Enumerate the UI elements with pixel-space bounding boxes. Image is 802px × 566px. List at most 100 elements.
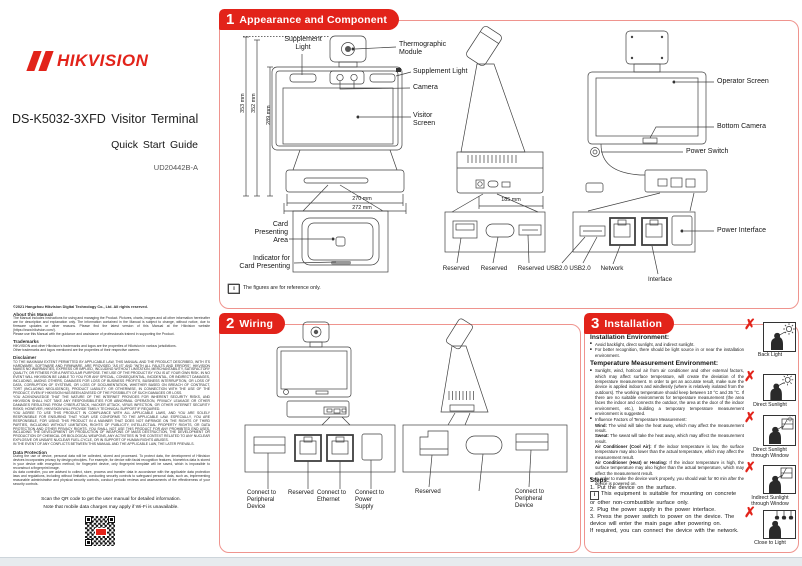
warning-illustration-indirect-sunlight-window xyxy=(763,465,796,494)
step-1: 1. Put the device on the surface. xyxy=(590,484,677,491)
section-2-title: Wiring xyxy=(239,317,274,330)
port-label-reserved-3: Reserved xyxy=(517,265,545,272)
label-camera: Camera xyxy=(413,84,438,91)
port-label-network: Network xyxy=(600,265,624,272)
section-1-header: 1 Appearance and Component xyxy=(219,9,400,30)
factor-wind: Wind: The wind will take the heat away, … xyxy=(590,423,744,434)
installation-steps: Steps: 1. Put the device on the surface.… xyxy=(590,477,743,534)
qr-code xyxy=(85,516,115,546)
steps-heading: Steps: xyxy=(590,477,609,484)
step-3: 3. Press the power switch to power on th… xyxy=(590,514,735,527)
label-thermographic-module: Thermographic Module xyxy=(399,41,447,57)
trademarks-body: HIKVISION and other Hikvision's trademar… xyxy=(13,343,177,352)
direct-sunlight-window-icon xyxy=(769,415,794,444)
port-label-reserved-2: Reserved xyxy=(480,265,508,272)
wiring-label-power-supply: Connect to Power Supply xyxy=(355,490,385,510)
dim-272mm: 272 mm xyxy=(352,204,372,211)
step-4: If required, you can connect the device … xyxy=(590,527,739,534)
factor-sweat-term: Sweat: xyxy=(595,433,609,439)
guide-subtitle: Quick Start Guide xyxy=(111,139,198,151)
label-power-interface: Power Interface xyxy=(717,227,767,234)
env-bullet-2: For better recognition, there should be … xyxy=(590,347,744,358)
factor-cool-air: Air Conditioner (Cool Air): If the indoo… xyxy=(590,444,744,460)
indirect-sunlight-window-icon xyxy=(769,467,793,493)
qr-finder-icon xyxy=(85,516,92,523)
warning-label-back-light: Back Light xyxy=(757,352,783,358)
data-protection-heading: Data Protection xyxy=(13,449,47,455)
wiring-label-peripheral-right: Connect to Peripheral Device xyxy=(515,489,545,509)
qr-caption-2: Note that mobile data charges may apply … xyxy=(43,505,179,510)
factor-sweat: Sweat: The sweat will take the heat away… xyxy=(590,433,744,444)
temp-bullet-influence: Influence Factors of Temperature Measure… xyxy=(590,417,744,422)
label-supplement-light-top: Supplement Light xyxy=(284,36,322,52)
back-light-icon xyxy=(771,322,796,350)
factor-heating-term: Air Conditioner (Heat) or Heating: xyxy=(595,460,668,466)
page-bottom-edge xyxy=(0,557,802,566)
warning-illustration-close-to-light xyxy=(763,510,796,539)
factor-wind-term: Wind: xyxy=(595,422,607,428)
dim-289mm: 289 mm xyxy=(265,105,272,125)
qr-center-logo xyxy=(95,528,107,536)
warning-illustration-direct-sunlight xyxy=(763,373,796,401)
legal-text-block: ©2021 Hangzhou Hikvision Digital Technol… xyxy=(13,305,210,487)
temp-bullet-1: Sunlight, wind, hot/cool air from air co… xyxy=(590,368,744,416)
section-2-number: 2 xyxy=(226,315,235,332)
info-icon: i xyxy=(590,491,599,501)
data-protection-body: During the use of device, personal data … xyxy=(13,454,210,486)
info-icon: i xyxy=(228,284,240,294)
label-supplement-light-right: Supplement Light xyxy=(413,68,468,75)
dim-353mm: 353 mm xyxy=(239,93,246,113)
warning-label-indirect-sunlight-window: Indirect Sunlight through Window xyxy=(751,495,789,507)
qr-caption-1: Scan the QR code to get the user manual … xyxy=(41,497,181,502)
label-bottom-camera: Bottom Camera xyxy=(717,123,767,130)
qr-finder-icon xyxy=(85,539,92,546)
about-body: The Manual includes instructions for usi… xyxy=(13,316,210,336)
installation-environment-heading: Installation Environment: xyxy=(590,333,670,341)
cross-icon: ✗ xyxy=(744,504,756,520)
label-visitor-screen: Visitor Screen xyxy=(413,112,436,128)
label-card-presenting-area: Card Presenting Area xyxy=(254,221,288,245)
section-3-number: 3 xyxy=(591,315,600,332)
env-bullet-1: Avoid backlight, direct sunlight, and in… xyxy=(590,342,744,347)
warning-label-close-to-light: Close to Light xyxy=(754,540,786,546)
port-label-usb-2: USB2.0 xyxy=(569,265,591,272)
direct-sunlight-icon xyxy=(770,373,794,400)
factor-cool-air-term: Air Conditioner (Cool Air): xyxy=(595,444,652,450)
reference-note: The figures are for reference only. xyxy=(243,285,321,291)
qr-finder-icon xyxy=(108,516,115,523)
port-label-interface: Interface xyxy=(647,276,673,283)
port-label-usb-1: USB2.0 xyxy=(546,265,568,272)
dim-270mm: 270 mm xyxy=(352,196,372,202)
panel-appearance xyxy=(219,20,799,309)
wiring-label-ethernet: Connect to Ethernet xyxy=(317,490,347,503)
dim-352mm: 352 mm xyxy=(250,93,257,113)
dim-185mm: 185 mm xyxy=(501,197,521,203)
cross-icon: ✗ xyxy=(744,368,756,384)
label-card-indicator: Indicator for Card Presenting xyxy=(239,255,290,271)
section-3-title: Installation xyxy=(604,317,663,330)
panel-wiring xyxy=(219,324,581,553)
cross-icon: ✗ xyxy=(744,316,756,332)
label-operator-screen: Operator Screen xyxy=(717,78,769,85)
panel-installation xyxy=(584,324,799,553)
disclaimer-body: TO THE MAXIMUM EXTENT PERMITTED BY APPLI… xyxy=(13,359,210,447)
factor-wind-desc: The wind will take the heat away, which … xyxy=(595,422,744,434)
label-power-switch: Power Switch xyxy=(686,148,729,155)
warning-label-direct-sunlight: Direct Sunlight xyxy=(753,402,787,408)
factor-heating: Air Conditioner (Heat) or Heating: If th… xyxy=(590,460,744,476)
installation-text: Installation Environment: Avoid backligh… xyxy=(590,331,744,487)
product-title: DS-K5032-3XFD Visitor Terminal xyxy=(12,112,199,126)
warning-label-direct-sunlight-window: Direct Sunlight through Window xyxy=(751,447,789,459)
warning-illustration-direct-sunlight-window xyxy=(763,415,796,446)
port-label-reserved-1: Reserved xyxy=(442,265,470,272)
factor-sweat-desc: The sweat will take the heat away, which… xyxy=(595,433,744,444)
trademarks-heading: Trademarks xyxy=(13,339,39,345)
step-2: 2. Plug the power supply in the power in… xyxy=(590,507,716,514)
step-note-text: This equipment is suitable for mounting … xyxy=(590,491,737,507)
factor-heating-desc: If the indoor temperature is high, the s… xyxy=(595,460,745,476)
section-2-header: 2 Wiring xyxy=(219,313,286,334)
wiring-label-reserved-left: Reserved xyxy=(288,490,314,496)
